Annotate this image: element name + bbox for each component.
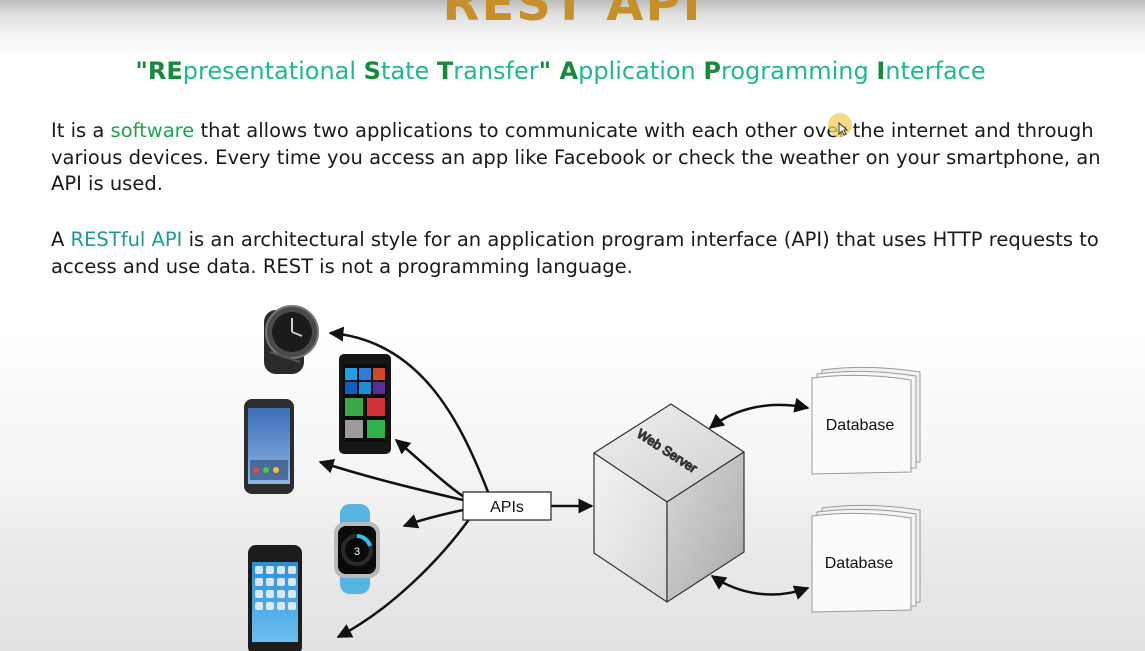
arrow-to-apple-watch — [402, 508, 464, 529]
web-server-cube: Web Server — [593, 403, 745, 603]
arrow-to-windows-phone — [394, 439, 465, 499]
subtitle-part: RE — [147, 57, 183, 85]
subtitle-part: S — [363, 57, 381, 85]
apis-box: APIs — [462, 491, 552, 521]
subtitle-part: " — [538, 57, 560, 85]
apple-watch-icon: 3 — [334, 504, 380, 594]
subtitle-part: " — [135, 57, 148, 85]
arrow-server-to-database-bottom — [710, 574, 810, 600]
windows-phone-icon — [339, 354, 391, 454]
paragraph-intro-after: that allows two applications to communic… — [51, 119, 1101, 195]
subtitle-part: nterface — [885, 57, 986, 85]
software-highlight: software — [110, 119, 195, 142]
paragraph-intro: It is a software that allows two applica… — [51, 118, 1126, 198]
paragraph-restful: A RESTful API is an architectural style … — [51, 227, 1126, 280]
database-top-label: Database — [826, 417, 895, 434]
restful-api-highlight: RESTful API — [70, 228, 183, 251]
device-arrows — [318, 326, 810, 639]
subtitle-part: pplication — [578, 57, 704, 85]
paragraph-intro-before: It is a — [51, 119, 111, 142]
slide-title: REST API — [442, 0, 703, 32]
arrow-to-iphone — [336, 517, 472, 639]
android-phone-icon — [244, 399, 294, 494]
smartwatch-round-icon — [264, 305, 319, 374]
arrow-to-smartwatch — [328, 326, 490, 493]
database-top: Database — [811, 366, 921, 475]
subtitle-part: P — [703, 57, 721, 85]
subtitle-part: T — [436, 57, 454, 85]
apis-label: APIs — [490, 499, 524, 516]
pointer-icon — [838, 122, 848, 136]
paragraph-restful-before: A — [51, 228, 71, 251]
arrow-server-to-database-top — [708, 397, 810, 429]
apple-watch-screen-number: 3 — [354, 546, 360, 558]
subtitle-part: A — [559, 57, 579, 85]
database-bottom-label: Database — [825, 555, 894, 572]
database-bottom: Database — [811, 504, 921, 613]
subtitle-part: rogramming — [720, 57, 877, 85]
iphone-icon — [248, 545, 302, 651]
paragraph-restful-after: is an architectural style for an applica… — [51, 228, 1099, 278]
subtitle-part: I — [876, 57, 886, 85]
mouse-cursor-highlight — [828, 113, 852, 137]
subtitle-part: ransfer — [453, 57, 539, 85]
slide-subtitle: "REpresentational State Transfer" Applic… — [0, 55, 1121, 87]
subtitle-part: tate — [380, 57, 437, 85]
arrow-to-android-phone — [318, 458, 464, 502]
subtitle-part: presentational — [182, 57, 364, 85]
